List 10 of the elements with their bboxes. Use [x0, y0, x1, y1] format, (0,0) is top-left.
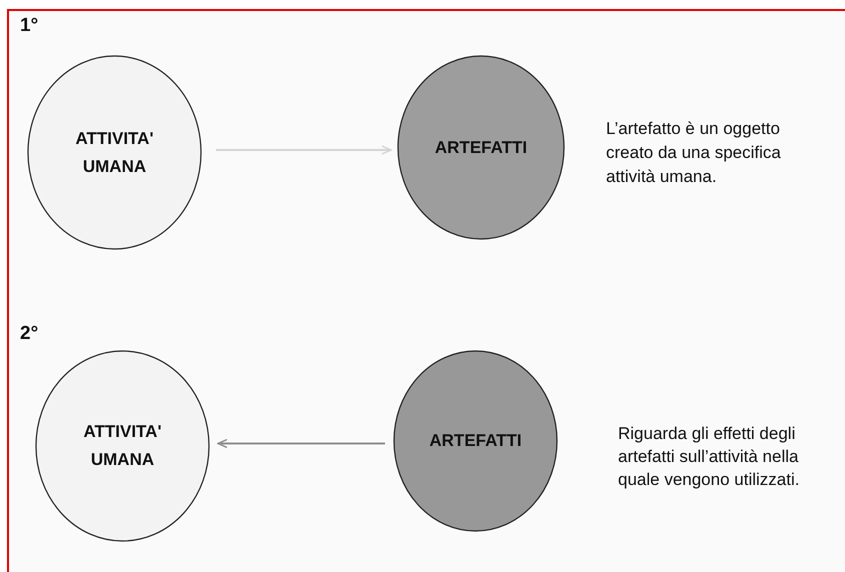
node-label: ATTIVITA' UMANA [74, 128, 154, 178]
note-text: L’artefatto è un oggetto creato da una specifica attività umana. [606, 118, 782, 188]
arrow [217, 438, 385, 448]
node-label: ARTEFATTI [428, 430, 523, 452]
note-text: 1° [20, 14, 40, 38]
node-label: ATTIVITA' UMANA [82, 421, 162, 471]
note-text: 2° [20, 322, 40, 346]
node-label: ARTEFATTI [434, 136, 528, 158]
note-text: Riguarda gli effetti degli artefatti sull’attività nella quale vengono utilizzati. [618, 423, 800, 491]
arrow [216, 145, 392, 155]
